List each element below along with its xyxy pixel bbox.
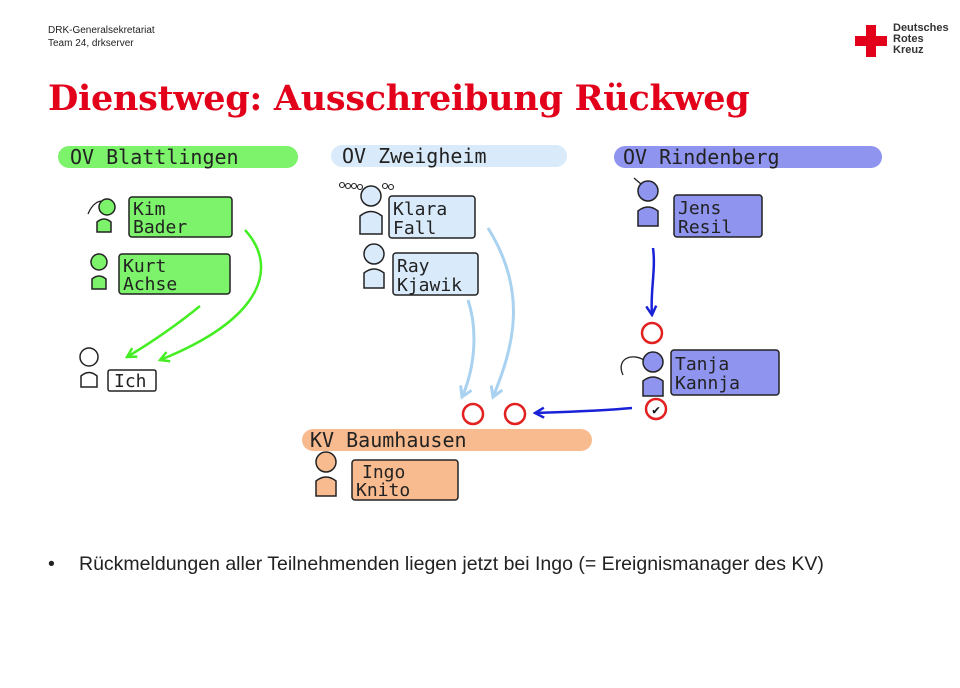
pending-status-icon xyxy=(461,402,485,426)
person-jens-resil: Jens Resil xyxy=(633,177,763,238)
member-first-name: Ray xyxy=(397,256,430,277)
group-banner-rindenberg: OV Rindenberg xyxy=(614,145,882,169)
arrow-tanja-to-kv xyxy=(535,408,633,413)
group-banner-zweigheim: OV Zweigheim xyxy=(331,144,567,168)
org-line-1: DRK-Generalsekretariat xyxy=(48,25,155,36)
person-ingo-knito: Ingo Knito xyxy=(315,451,459,501)
checkmark-glyph: ✔ xyxy=(652,403,660,418)
member-last-name: Knito xyxy=(356,480,410,501)
person-head-icon xyxy=(363,243,385,265)
header-org: DRK-Generalsekretariat Team 24, drkserve… xyxy=(48,24,155,50)
arrow-klara-to-kv xyxy=(486,227,515,397)
person-head-icon xyxy=(98,198,116,216)
member-first-name: Tanja xyxy=(675,354,729,375)
page-title: Dienstweg: Ausschreibung Rückweg xyxy=(48,78,750,119)
person-head-icon xyxy=(642,351,664,373)
person-head-icon xyxy=(90,253,108,271)
person-body-icon xyxy=(637,206,659,227)
person-head-icon xyxy=(79,347,99,367)
logo-text: Deutsches Rotes Kreuz xyxy=(893,23,949,56)
group-banner-baumhausen: KV Baumhausen xyxy=(302,428,592,452)
group-label-blattlingen: OV Blattlingen xyxy=(70,145,239,169)
logo-line-3: Kreuz xyxy=(893,44,924,56)
member-last-name: Kjawik xyxy=(397,275,462,296)
person-tanja-kannja: Tanja Kannja xyxy=(620,349,780,397)
red-cross-icon xyxy=(855,25,887,57)
person-body-icon xyxy=(96,218,112,233)
group-banner-blattlingen: OV Blattlingen xyxy=(58,145,298,169)
person-klara-fall: Klara Fall xyxy=(338,181,476,239)
group-label-rindenberg: OV Rindenberg xyxy=(623,145,780,169)
person-body-icon xyxy=(91,275,107,290)
arrow-kurt-to-ich xyxy=(127,305,201,357)
group-label-zweigheim: OV Zweigheim xyxy=(342,144,487,168)
person-body-icon xyxy=(642,376,664,397)
member-name: Ich xyxy=(114,371,147,392)
member-first-name: Kurt xyxy=(123,256,166,277)
person-body-icon xyxy=(315,476,337,497)
person-body-icon xyxy=(359,210,383,235)
logo-line-1: Deutsches xyxy=(893,22,949,34)
member-first-name: Ingo xyxy=(362,462,405,483)
person-ich: Ich xyxy=(79,347,157,392)
member-last-name: Bader xyxy=(133,217,187,238)
org-line-2: Team 24, drkserver xyxy=(48,38,134,49)
arrow-kim-to-ich xyxy=(160,229,263,360)
pending-status-icon xyxy=(503,402,527,426)
bullet-text: Rückmeldungen aller Teilnehmenden liegen… xyxy=(79,553,824,575)
person-head-icon xyxy=(315,451,337,473)
group-label-baumhausen: KV Baumhausen xyxy=(310,428,467,452)
member-last-name: Achse xyxy=(123,274,177,295)
person-body-icon xyxy=(363,268,385,289)
person-head-icon xyxy=(360,185,382,207)
bullet-item: • Rückmeldungen aller Teilnehmenden liege… xyxy=(48,553,824,576)
member-first-name: Kim xyxy=(133,199,166,220)
member-last-name: Resil xyxy=(678,217,732,238)
person-head-icon xyxy=(637,180,659,202)
logo-line-2: Rotes xyxy=(893,33,924,45)
bullet-symbol: • xyxy=(48,553,55,575)
pending-status-icon xyxy=(640,321,664,345)
arrow-ray-to-kv xyxy=(462,299,476,397)
checked-status-icon: ✔ xyxy=(644,397,668,421)
arrow-jens-to-tanja xyxy=(652,247,654,315)
person-kim-bader: Kim Bader xyxy=(87,196,233,238)
member-first-name: Klara xyxy=(393,199,447,220)
member-last-name: Kannja xyxy=(675,373,740,394)
member-first-name: Jens xyxy=(678,198,721,219)
person-ray-kjawik: Ray Kjawik xyxy=(363,243,479,296)
member-last-name: Fall xyxy=(393,218,436,239)
person-kurt-achse: Kurt Achse xyxy=(90,253,231,295)
person-body-icon xyxy=(80,371,98,388)
drk-logo: Deutsches Rotes Kreuz xyxy=(855,22,955,58)
